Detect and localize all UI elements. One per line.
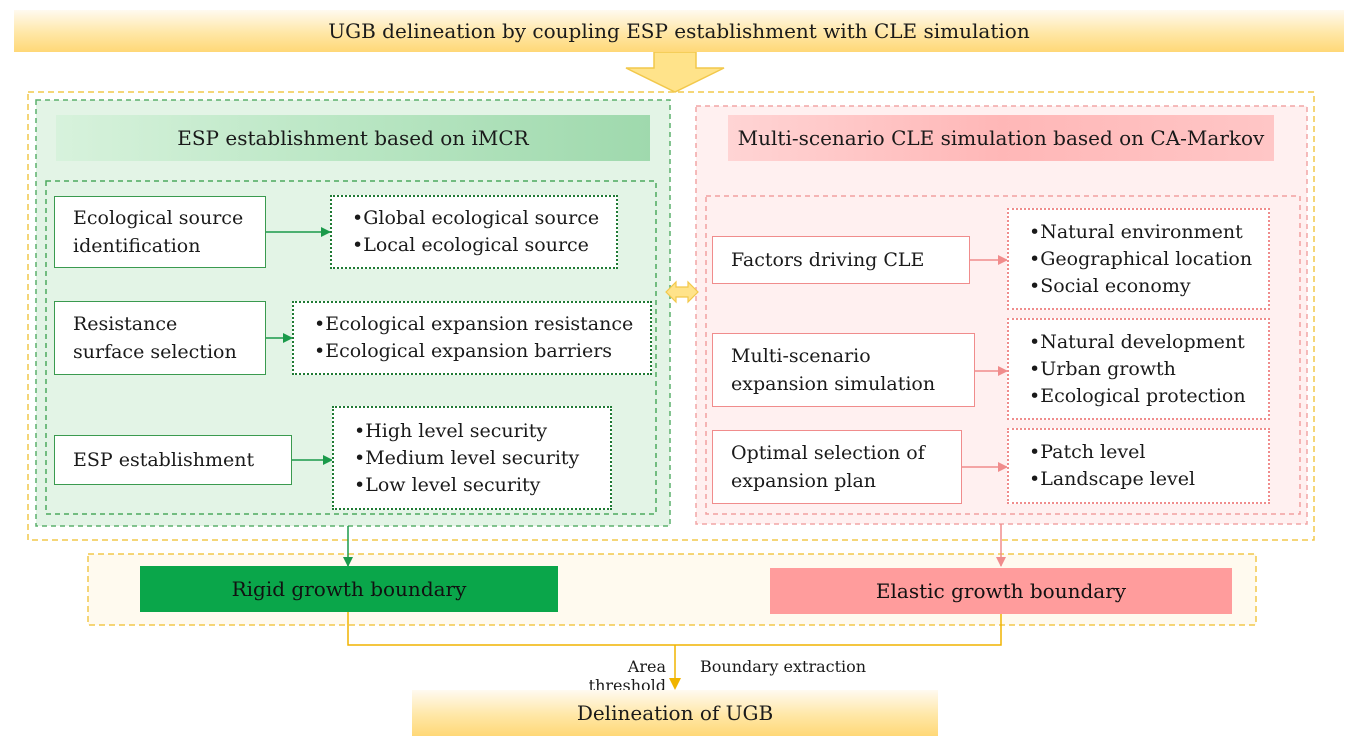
right-step-2-list: Natural development Urban growth Ecologi… xyxy=(1007,318,1270,420)
right-step-2-line-2: expansion simulation xyxy=(731,373,936,395)
left-step-2-item-2: Ecological expansion barriers xyxy=(314,338,650,365)
left-inner-frame xyxy=(45,180,657,515)
left-step-2-line-2: surface selection xyxy=(73,341,237,363)
right-step-3-box: Optimal selection of expansion plan xyxy=(712,430,962,504)
rigid-growth-boundary: Rigid growth boundary xyxy=(140,566,558,612)
left-step-1-item-1: Global ecological source xyxy=(352,205,616,232)
left-step-3-box: ESP establishment xyxy=(54,435,292,485)
left-step-1-item-2: Local ecological source xyxy=(352,232,616,259)
left-step-1-line-1: Ecological source xyxy=(73,207,244,229)
left-step-1-list: Global ecological source Local ecologica… xyxy=(330,195,618,269)
boundary-extraction-label: Boundary extraction xyxy=(700,657,867,676)
elastic-growth-boundary: Elastic growth boundary xyxy=(770,568,1232,614)
right-step-2-item-1: Natural development xyxy=(1029,329,1268,356)
right-step-3-list: Patch level Landscape level xyxy=(1007,428,1270,504)
outer-frame xyxy=(27,91,1315,541)
double-arrow-icon xyxy=(665,280,699,304)
left-step-2-item-1: Ecological expansion resistance xyxy=(314,311,650,338)
down-arrow-icon xyxy=(625,51,725,93)
right-step-3-line-2: expansion plan xyxy=(731,470,877,492)
top-banner: UGB delineation by coupling ESP establis… xyxy=(14,10,1344,52)
left-step-3-line-1: ESP establishment xyxy=(73,449,255,471)
left-step-3-item-1: High level security xyxy=(354,418,610,445)
right-step-3-line-1: Optimal selection of xyxy=(731,442,925,464)
right-step-2-box: Multi-scenario expansion simulation xyxy=(712,333,975,407)
bottom-banner: Delineation of UGB xyxy=(412,690,938,736)
right-step-1-item-1: Natural environment xyxy=(1029,219,1268,246)
right-step-1-box: Factors driving CLE xyxy=(712,236,970,284)
left-step-3-item-3: Low level security xyxy=(354,472,610,499)
right-step-1-line-1: Factors driving CLE xyxy=(731,249,925,271)
right-step-1-list: Natural environment Geographical locatio… xyxy=(1007,208,1270,310)
left-step-1-box: Ecological source identification xyxy=(54,196,266,268)
left-step-2-box: Resistance surface selection xyxy=(54,301,266,375)
right-step-2-item-2: Urban growth xyxy=(1029,356,1268,383)
right-step-2-item-3: Ecological protection xyxy=(1029,383,1268,410)
left-panel-title: ESP establishment based on iMCR xyxy=(56,115,650,161)
right-step-3-item-2: Landscape level xyxy=(1029,466,1268,493)
right-step-2-line-1: Multi-scenario xyxy=(731,345,871,367)
right-step-1-item-3: Social economy xyxy=(1029,273,1268,300)
right-step-1-item-2: Geographical location xyxy=(1029,246,1268,273)
left-step-2-list: Ecological expansion resistance Ecologic… xyxy=(292,301,652,375)
right-step-3-item-1: Patch level xyxy=(1029,439,1268,466)
left-step-2-line-1: Resistance xyxy=(73,313,178,335)
left-step-3-list: High level security Medium level securit… xyxy=(332,406,612,510)
right-inner-frame xyxy=(705,195,1301,515)
left-step-3-item-2: Medium level security xyxy=(354,445,610,472)
right-panel-title: Multi-scenario CLE simulation based on C… xyxy=(728,115,1274,161)
left-step-1-line-2: identification xyxy=(73,235,201,257)
